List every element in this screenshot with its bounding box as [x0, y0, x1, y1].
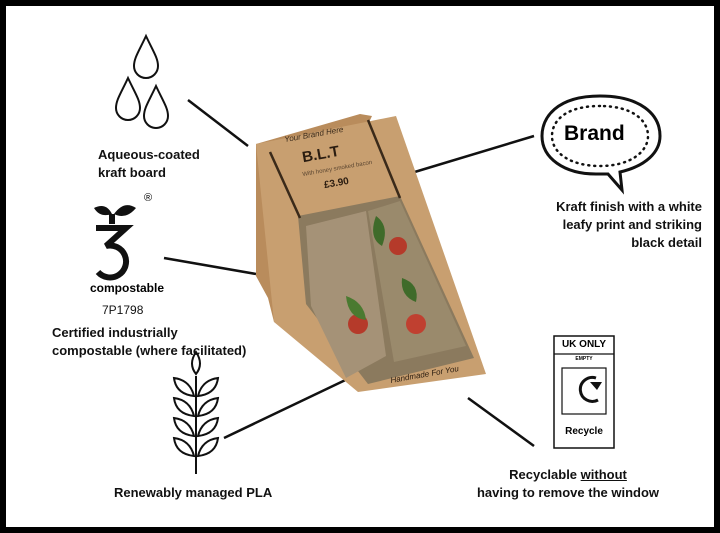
- caption-line: black detail: [631, 235, 702, 250]
- caption-line: Aqueous-coated: [98, 147, 200, 162]
- caption-line: kraft board: [98, 165, 166, 180]
- caption-text: Recyclable: [509, 467, 581, 482]
- water-drops-icon: [114, 33, 170, 129]
- caption-kraft: Kraft finish with a white leafy print an…: [502, 198, 702, 252]
- connector-line: [467, 396, 535, 448]
- caption-line: leafy print and striking: [562, 217, 702, 232]
- recycle-label-icon: [553, 335, 615, 449]
- compostable-logo-text: compostable: [90, 281, 165, 295]
- caption-line: having to remove the window: [476, 485, 660, 500]
- connector-line: [187, 99, 249, 147]
- bubble-text: Brand: [564, 122, 625, 145]
- speech-bubble-icon: [540, 94, 662, 195]
- connector-line: [163, 256, 257, 276]
- caption-underlined: without: [580, 467, 627, 482]
- registered-mark: ®: [144, 192, 153, 204]
- caption-aqueous: Aqueous-coated kraft board: [98, 146, 200, 182]
- sandwich-pack-image: [256, 114, 486, 392]
- infographic: Your Brand Here B.L.T With honey smoked …: [6, 6, 714, 527]
- label-sub: EMPTY: [575, 356, 593, 362]
- connector-line: [407, 134, 535, 176]
- wheat-icon: [172, 350, 220, 474]
- label-footer: Recycle: [565, 426, 603, 437]
- compostable-seedling-icon: [94, 205, 136, 281]
- graphics-layer: [94, 33, 662, 474]
- caption-pla: Renewably managed PLA: [114, 485, 273, 500]
- connector-line: [223, 372, 359, 440]
- label-header: UK ONLY: [561, 339, 607, 350]
- compostable-code: 7P1798: [102, 303, 144, 317]
- caption-line: Kraft finish with a white: [556, 199, 702, 214]
- caption-recyclable: Recyclable without having to remove the …: [476, 466, 660, 502]
- caption-line: Certified industrially: [52, 325, 178, 340]
- caption-line: Recyclable without: [476, 466, 660, 484]
- caption-line: compostable (where facilitated): [52, 343, 247, 358]
- caption-compostable: Certified industrially compostable (wher…: [52, 324, 246, 360]
